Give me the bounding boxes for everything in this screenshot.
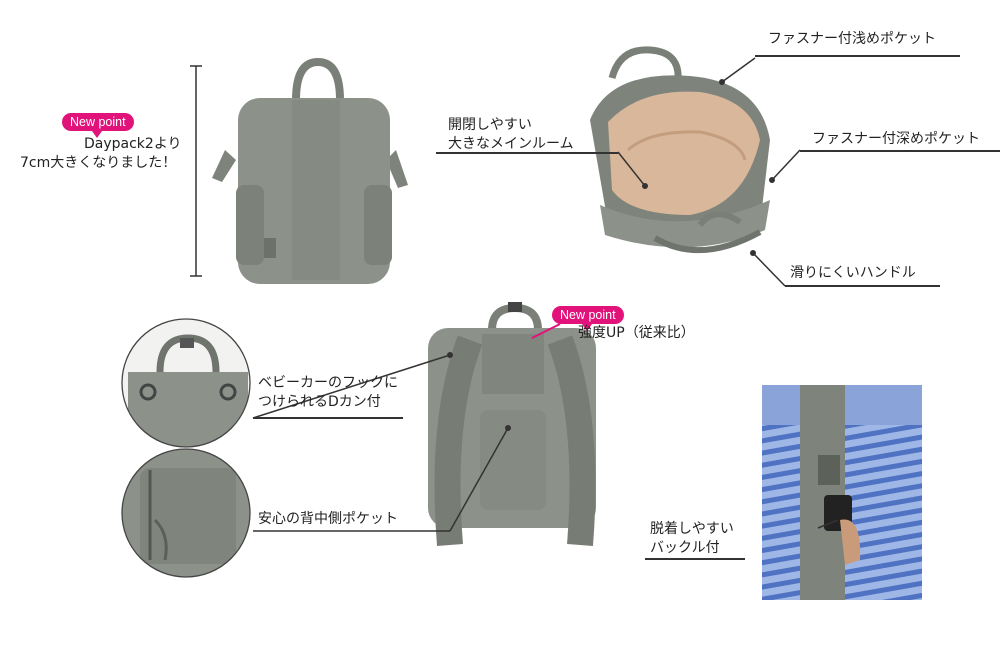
strength-new-point-badge: New point — [552, 306, 624, 331]
back-bag-image — [428, 302, 596, 547]
deep-pocket-label: ファスナー付深めポケット — [812, 131, 980, 147]
handle-label: 滑りにくいハンドル — [790, 265, 916, 281]
dring-rule — [253, 417, 403, 419]
main-room-rule — [436, 152, 618, 154]
front-bag-image — [212, 57, 408, 284]
dring-label-line1: ベビーカーのフックに — [258, 375, 398, 391]
shallow-pocket-rule — [755, 55, 960, 57]
size-new-point-badge: New point — [62, 113, 134, 138]
open-bag-image — [590, 46, 770, 254]
size-label-line2: 7cm大きくなりました！ — [20, 155, 177, 171]
dring-label-line2: つけられるDカン付 — [258, 394, 381, 410]
back-pocket-label: 安心の背中側ポケット — [258, 511, 398, 527]
buckle-rule — [645, 558, 745, 560]
buckle-photo-image — [762, 385, 922, 600]
buckle-label-line2: バックル付 — [650, 540, 720, 556]
strength-label: 強度UP（従来比） — [578, 325, 695, 341]
size-label-line1: Daypack2より — [84, 136, 182, 152]
main-room-label-line2: 大きなメインルーム — [448, 136, 574, 152]
handle-rule — [785, 285, 940, 287]
back-pocket-detail-image — [121, 448, 251, 578]
main-room-label-line1: 開閉しやすい — [448, 117, 532, 133]
shallow-pocket-label: ファスナー付浅めポケット — [768, 31, 936, 47]
deep-pocket-rule — [800, 150, 1000, 152]
leader-lines — [252, 57, 839, 532]
buckle-label-line1: 脱着しやすい — [650, 521, 734, 537]
dring-detail-image — [121, 318, 251, 448]
